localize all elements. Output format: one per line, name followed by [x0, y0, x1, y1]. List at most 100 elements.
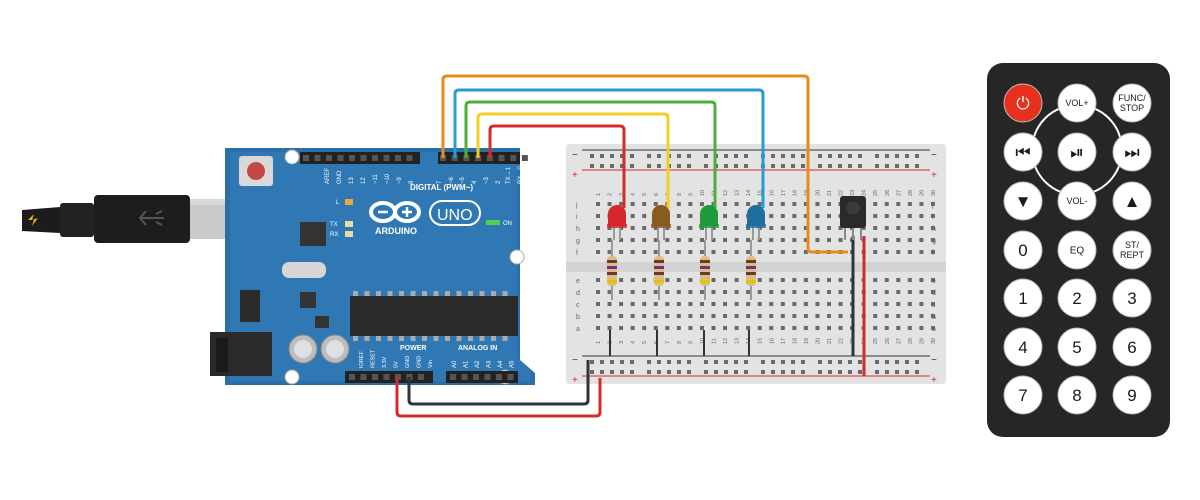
column-number-bottom: 18 [792, 338, 798, 344]
wire-black-gnd [407, 360, 590, 406]
remote-button-label: 0 [1018, 241, 1027, 260]
row-letter: c [932, 302, 936, 309]
digit-7-button[interactable]: 7 [1003, 375, 1043, 415]
digit-2-button[interactable]: 2 [1057, 278, 1097, 318]
rail-plus-bottom: + [572, 375, 578, 386]
row-letter: b [932, 314, 936, 321]
next-button[interactable]: ⏭ [1112, 132, 1152, 172]
tx-label: TX [330, 222, 338, 228]
column-number-top: 5 [642, 193, 648, 196]
row-letter: e [576, 278, 580, 285]
remote-button-label: 8 [1072, 386, 1081, 405]
column-number-top: 28 [908, 190, 914, 196]
power-pin-label: GND [417, 356, 423, 368]
digit-3-button[interactable]: 3 [1112, 278, 1152, 318]
wire-red-pin2 [488, 124, 626, 208]
column-number-bottom: 20 [815, 338, 821, 344]
column-number-top: 2 [608, 193, 614, 196]
column-number-bottom: 9 [688, 341, 694, 344]
rx-label: RX [330, 232, 338, 238]
func-stop-button[interactable]: FUNC/STOP [1112, 83, 1152, 123]
digital-pin-label: AREF [325, 168, 331, 184]
digital-pin-label: 4 [472, 180, 478, 184]
rail-minus-bottom-right: − [931, 355, 937, 366]
digital-pin-label: GND [337, 170, 343, 184]
resistors [607, 240, 756, 300]
ir-receiver [840, 196, 866, 240]
column-number-bottom: 27 [896, 338, 902, 344]
remote-button-label: ⏮ [1015, 143, 1030, 162]
row-letter: a [576, 326, 580, 333]
digit-0-button[interactable]: 0 [1003, 230, 1043, 270]
power-button[interactable]: ⏻ [1003, 83, 1043, 123]
usb-cable [22, 195, 250, 243]
prev-button[interactable]: ⏮ [1003, 132, 1043, 172]
uno-label: UNO [437, 207, 473, 224]
column-number-bottom: 30 [931, 338, 937, 344]
resistor [700, 240, 710, 300]
remote-button-label: REPT [1120, 250, 1145, 260]
column-number-top: 3 [619, 193, 625, 196]
column-number-top: 15 [758, 190, 764, 196]
remote-button-label: ▲ [1124, 192, 1141, 211]
st-rept-button[interactable]: ST/REPT [1112, 230, 1152, 270]
remote-button-label: 1 [1018, 289, 1027, 308]
up-button[interactable]: ▲ [1112, 181, 1152, 221]
column-number-bottom: 15 [758, 338, 764, 344]
digit-8-button[interactable]: 8 [1057, 375, 1097, 415]
digit-4-button[interactable]: 4 [1003, 327, 1043, 367]
column-number-bottom: 28 [908, 338, 914, 344]
digit-1-button[interactable]: 1 [1003, 278, 1043, 318]
column-number-bottom: 19 [804, 338, 810, 344]
column-number-top: 23 [850, 190, 856, 196]
column-number-bottom: 17 [781, 338, 787, 344]
digit-5-button[interactable]: 5 [1057, 327, 1097, 367]
vol-up-button[interactable]: VOL+ [1057, 83, 1097, 123]
digital-pin-label: ~9 [397, 176, 403, 184]
analog-pin-label: A1 [464, 360, 470, 368]
column-number-top: 12 [723, 190, 729, 196]
remote-button-label: 4 [1018, 338, 1027, 357]
wire-red-5v [395, 377, 602, 418]
remote-button-label: VOL+ [1065, 98, 1088, 108]
column-number-top: 10 [700, 190, 706, 196]
column-number-top: 16 [769, 190, 775, 196]
column-number-top: 8 [677, 193, 683, 196]
row-letter: d [932, 290, 936, 297]
column-number-bottom: 16 [769, 338, 775, 344]
remote-button-label: 5 [1072, 338, 1081, 357]
rail-minus-top-right: − [931, 150, 937, 161]
column-number-bottom: 10 [700, 338, 706, 344]
column-number-bottom: 26 [885, 338, 891, 344]
usb-chip [300, 222, 326, 246]
down-button[interactable]: ▼ [1003, 181, 1043, 221]
play-pause-button[interactable]: ⏯ [1057, 132, 1097, 172]
row-letter: f [932, 250, 934, 257]
crystal [282, 262, 326, 278]
digital-pin-label: 13 [349, 177, 355, 184]
resistor [746, 240, 756, 300]
vol-down-button[interactable]: VOL- [1057, 181, 1097, 221]
row-letter: j [931, 202, 934, 209]
power-pin-label: IOREF [359, 351, 365, 368]
row-letter: c [576, 302, 580, 309]
wire-orange [441, 74, 848, 254]
column-number-bottom: 12 [723, 338, 729, 344]
analog-pin-label: A3 [487, 360, 493, 368]
digital-pin-label: ~11 [373, 174, 379, 184]
row-letter: g [932, 238, 936, 245]
column-number-top: 18 [792, 190, 798, 196]
rail-plus-top: + [572, 170, 578, 181]
eq-button[interactable]: EQ [1057, 230, 1097, 270]
column-number-bottom: 11 [712, 338, 718, 344]
remote-button-label: ⏻ [1016, 94, 1030, 113]
column-number-top: 27 [896, 190, 902, 196]
digit-6-button[interactable]: 6 [1112, 327, 1152, 367]
digit-9-button[interactable]: 9 [1112, 375, 1152, 415]
digital-pin-label: ~10 [385, 173, 391, 184]
row-letter: d [576, 290, 580, 297]
power-pin-label: 3.3V [382, 356, 388, 368]
digital-pin-label: 2 [496, 180, 502, 184]
